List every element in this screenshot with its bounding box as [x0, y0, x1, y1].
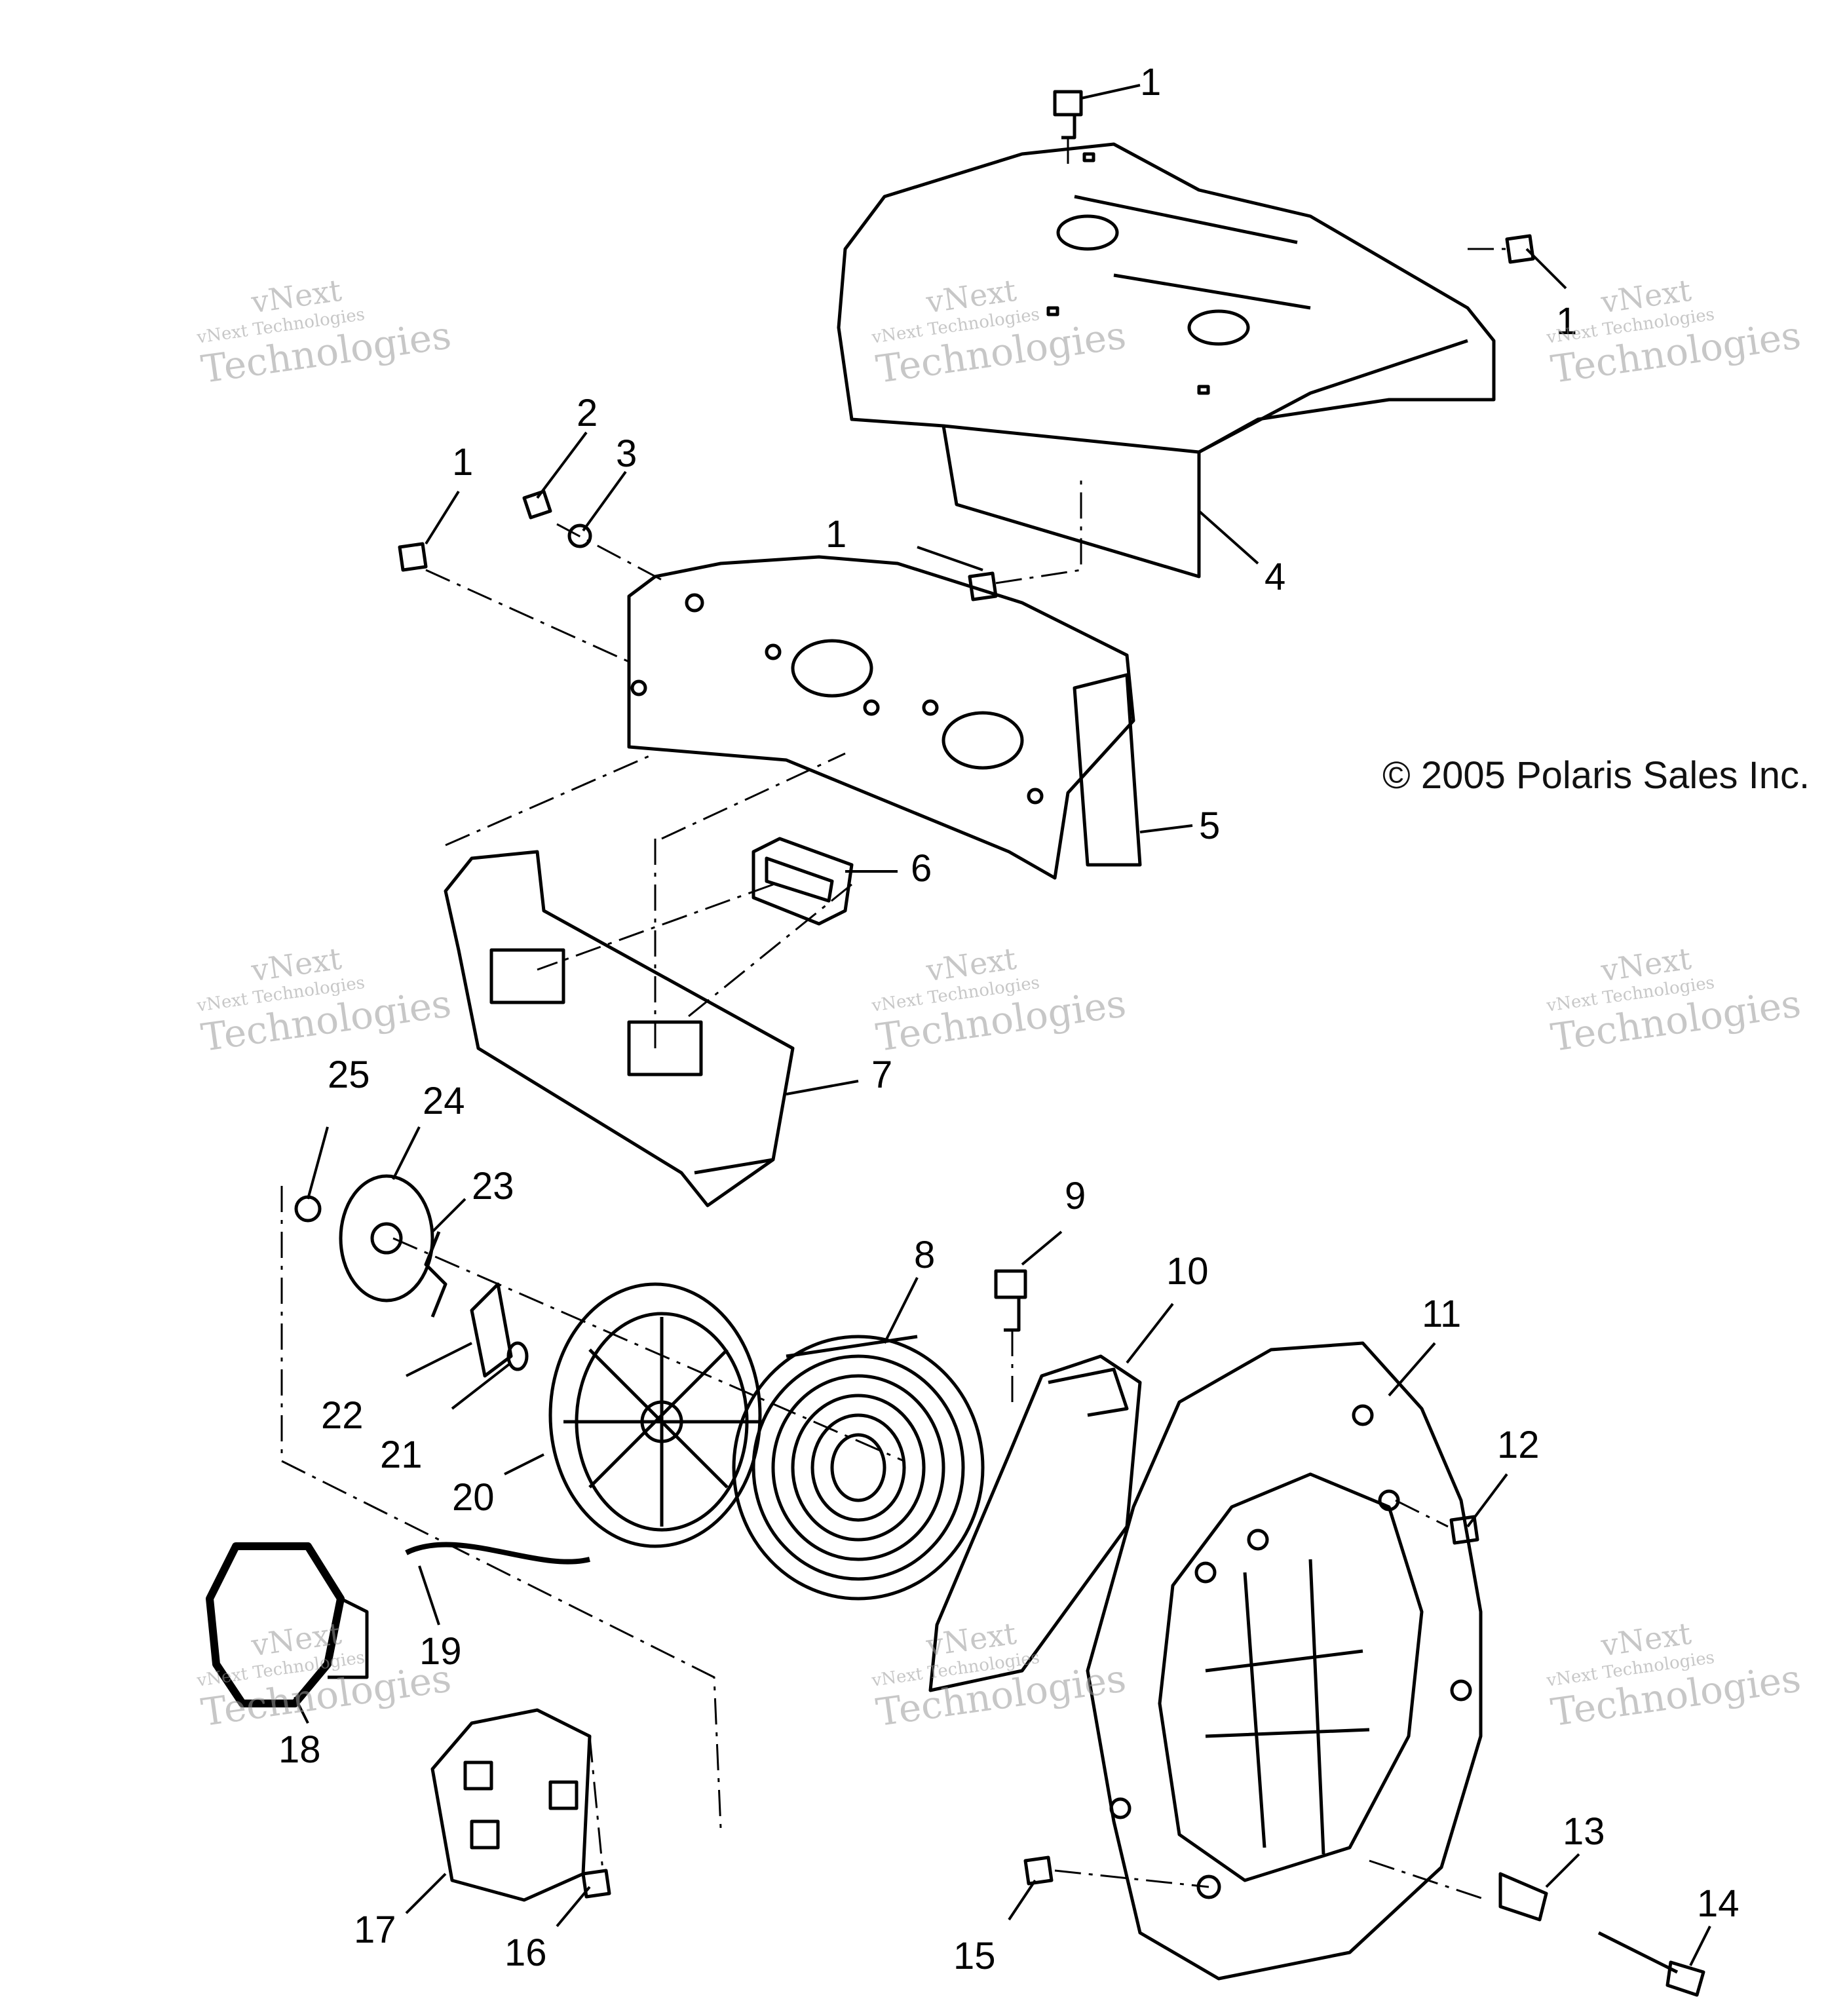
callout-24: 24 — [423, 1080, 465, 1122]
part-19-rope — [405, 1542, 590, 1565]
callout-21: 21 — [380, 1434, 423, 1476]
callout-3: 3 — [616, 432, 637, 475]
callout-16: 16 — [504, 1931, 547, 1974]
callout-1-center: 1 — [826, 513, 846, 556]
fasteners — [294, 90, 1535, 1899]
copyright-notice: © 2005 Polaris Sales Inc. — [1382, 754, 1810, 797]
callout-1-top: 1 — [1140, 61, 1161, 104]
callout-18: 18 — [278, 1728, 321, 1771]
callout-13: 13 — [1563, 1810, 1605, 1853]
part-5-bracket-plate — [627, 555, 1142, 880]
part-8-recoil-spring — [732, 1335, 985, 1601]
callout-25: 25 — [328, 1054, 370, 1096]
callout-6: 6 — [911, 847, 932, 890]
part-11-starter-housing — [1086, 1341, 1483, 1981]
callout-5: 5 — [1199, 805, 1220, 847]
part-4-housing-cover — [837, 142, 1496, 579]
callout-11: 11 — [1422, 1293, 1461, 1335]
callout-9: 9 — [1065, 1175, 1086, 1217]
callout-22: 22 — [321, 1394, 364, 1437]
part-17-cup — [430, 1708, 592, 1902]
part-23-spring-clip — [424, 1231, 447, 1318]
callout-17: 17 — [354, 1909, 396, 1951]
callout-15: 15 — [953, 1935, 996, 1977]
callout-12: 12 — [1497, 1424, 1540, 1466]
callout-19: 19 — [419, 1630, 462, 1673]
callout-23: 23 — [472, 1165, 514, 1208]
part-13-clip — [1498, 1872, 1548, 1922]
part-1-bolt-right — [1505, 234, 1535, 264]
part-25-nut — [294, 1195, 322, 1223]
part-10-side-bracket — [928, 1354, 1142, 1692]
part-15-bolt — [1023, 1855, 1054, 1886]
callout-1-left: 1 — [452, 441, 473, 484]
callout-10: 10 — [1166, 1250, 1209, 1293]
part-24-hub — [370, 1222, 403, 1255]
callout-8: 8 — [914, 1234, 935, 1276]
callout-7: 7 — [871, 1054, 892, 1096]
part-9-bolt — [994, 1269, 1027, 1299]
callout-2: 2 — [577, 392, 598, 434]
leader-lines — [294, 84, 1711, 1966]
part-3-washer — [567, 523, 592, 548]
callout-20: 20 — [452, 1476, 495, 1519]
part-2-nut — [522, 489, 552, 520]
part-18-handle — [206, 1542, 369, 1707]
part-20-pulley — [548, 1282, 762, 1548]
part-1-bolt-top — [1053, 90, 1083, 117]
part-1-bolt-left — [398, 542, 428, 572]
callout-labels: 1 1 1 1 2 3 4 5 6 7 8 9 10 11 12 13 14 1… — [278, 61, 1740, 1977]
part-22-pawl — [470, 1282, 513, 1378]
part-14-long-bolt — [1597, 1931, 1705, 1997]
part-16-bolt — [581, 1869, 611, 1899]
part-6-gasket — [751, 837, 854, 926]
part-7-mounting-bracket — [444, 850, 795, 1208]
part-24-plate — [339, 1174, 434, 1303]
part-1-bolt-center — [968, 571, 998, 601]
part-21-bushing — [506, 1341, 529, 1371]
callout-4: 4 — [1265, 556, 1285, 598]
callout-14: 14 — [1697, 1882, 1740, 1925]
assembly-lines — [280, 138, 1507, 1901]
callout-1-right: 1 — [1556, 300, 1577, 343]
part-12-cap — [1449, 1515, 1479, 1545]
